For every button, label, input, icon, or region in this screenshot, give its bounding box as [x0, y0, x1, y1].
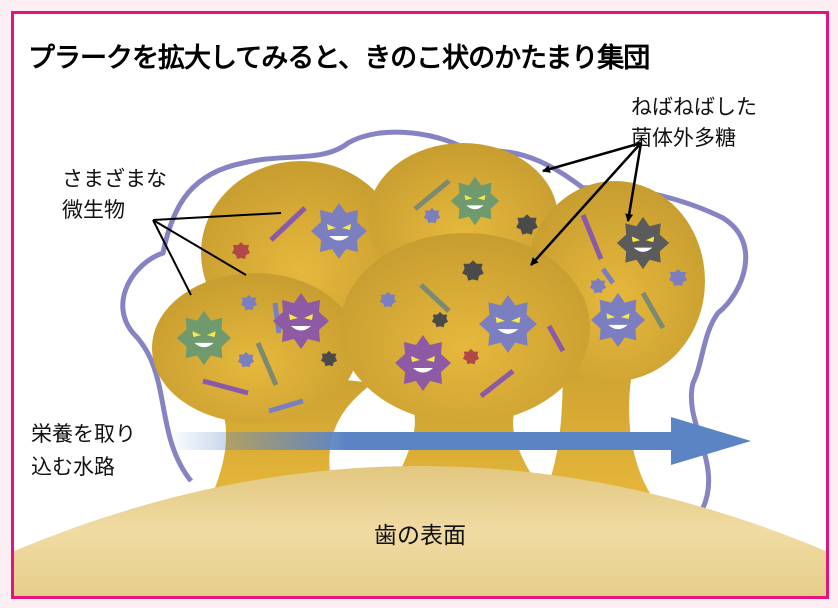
microbes-label: さまざまな 微生物	[62, 164, 167, 226]
tooth-surface	[14, 466, 826, 596]
illustration-frame: プラークを拡大してみると、きのこ状のかたまり集団 さまざまな 微生物 ねばねばし…	[11, 11, 829, 599]
plaque-illustration	[14, 129, 826, 596]
water-channel-arrow-shaft	[168, 432, 678, 450]
microbe-pointer-lines	[152, 212, 282, 296]
eps-pointer-arrows	[530, 141, 643, 266]
water-channel-arrow-head	[671, 417, 751, 465]
microbes-label-line: さまざまな	[62, 167, 167, 191]
eps-label-line: 菌体外多糖	[631, 126, 736, 150]
tooth-surface-label: 歯の表面	[374, 523, 466, 549]
eps-label: ねばねばした 菌体外多糖	[631, 92, 757, 154]
channel-label-line: 込む水路	[31, 455, 115, 479]
eps-label-line: ねばねばした	[631, 95, 757, 119]
channel-label: 栄養を取り 込む水路	[31, 418, 136, 484]
mushroom-cap	[152, 273, 358, 423]
bacteria-rods	[202, 179, 666, 414]
mushroom-cap	[340, 233, 590, 423]
page-title: プラークを拡大してみると、きのこ状のかたまり集団	[28, 43, 650, 74]
microbes-label-line: 微生物	[62, 198, 125, 222]
channel-label-line: 栄養を取り	[31, 422, 136, 446]
